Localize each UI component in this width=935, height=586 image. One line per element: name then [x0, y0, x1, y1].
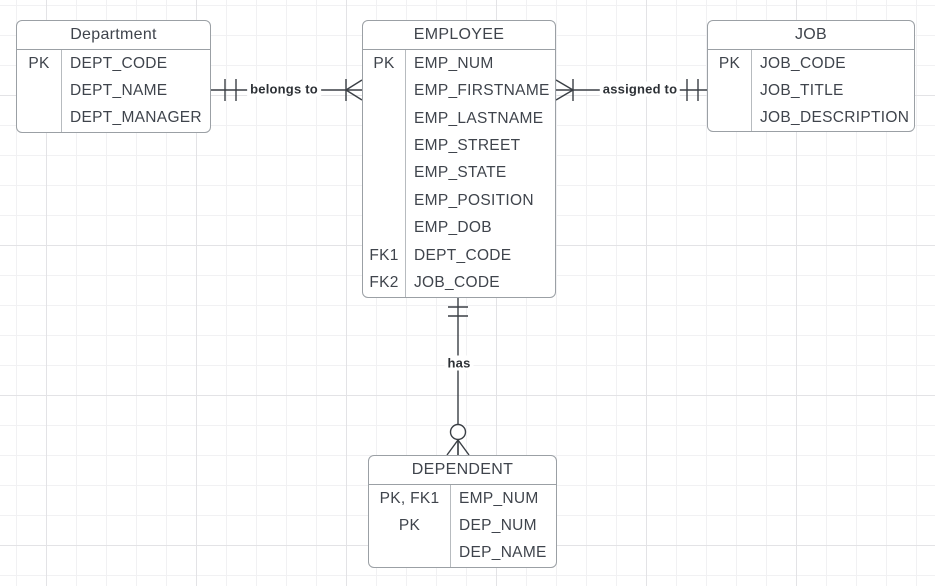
entity-department[interactable]: Department PK DEPT_CODE DEPT_NAME DEPT_M… — [16, 20, 211, 133]
connector-label-has[interactable]: has — [444, 355, 474, 371]
connector-label-assigned-to[interactable]: assigned to — [599, 81, 681, 97]
row-field: JOB_TITLE — [760, 81, 844, 99]
connector-label-belongs-to[interactable]: belongs to — [247, 81, 321, 97]
row-field: JOB_DESCRIPTION — [760, 108, 910, 126]
row-field: JOB_CODE — [760, 54, 846, 72]
row-key — [17, 105, 61, 132]
entity-title: JOB — [708, 21, 914, 50]
cardinality-zero-or-many-icon — [446, 423, 470, 456]
row-key — [369, 540, 450, 567]
row-field: EMP_POSITION — [414, 191, 534, 209]
key-column: PK FK1 FK2 — [363, 50, 406, 297]
row-key — [363, 187, 405, 214]
row-key — [708, 104, 751, 131]
row-key — [708, 77, 751, 104]
row-field: DEPT_NAME — [70, 81, 168, 99]
row-field: EMP_STATE — [414, 164, 507, 182]
row-field: DEP_NAME — [459, 544, 547, 562]
row-key: PK, FK1 — [379, 489, 440, 507]
key-column: PK — [708, 50, 752, 131]
row-field: JOB_CODE — [414, 274, 500, 292]
cardinality-exactly-one-icon — [224, 79, 237, 101]
entity-employee[interactable]: EMPLOYEE PK FK1 FK2 EMP_NUM EMP_FIRSTNAM… — [362, 20, 556, 298]
cardinality-exactly-one-icon — [686, 79, 699, 101]
row-key: PK — [398, 516, 421, 534]
field-column: EMP_NUM DEP_NUM DEP_NAME — [451, 485, 556, 567]
row-field: EMP_FIRSTNAME — [414, 82, 550, 100]
key-column: PK, FK1 PK — [369, 485, 451, 567]
row-field: EMP_NUM — [459, 489, 539, 507]
entity-body: PK DEPT_CODE DEPT_NAME DEPT_MANAGER — [17, 50, 210, 132]
row-key: PK — [28, 54, 50, 72]
field-column: EMP_NUM EMP_FIRSTNAME EMP_LASTNAME EMP_S… — [406, 50, 555, 297]
entity-body: PK JOB_CODE JOB_TITLE JOB_DESCRIPTION — [708, 50, 914, 131]
row-key — [363, 160, 405, 187]
row-field: DEP_NUM — [459, 516, 537, 534]
row-key: FK2 — [369, 274, 399, 292]
row-field: DEPT_CODE — [414, 246, 512, 264]
row-key — [17, 77, 61, 104]
entity-title: DEPENDENT — [369, 456, 556, 485]
row-field: DEPT_MANAGER — [70, 109, 202, 127]
field-column: JOB_CODE JOB_TITLE JOB_DESCRIPTION — [752, 50, 914, 131]
row-field: EMP_NUM — [414, 54, 494, 72]
entity-body: PK, FK1 PK EMP_NUM DEP_NUM DEP_NAME — [369, 485, 556, 567]
entity-body: PK FK1 FK2 EMP_NUM EMP_FIRSTNAME EMP_LAS… — [363, 50, 555, 297]
cardinality-exactly-one-icon — [448, 306, 468, 317]
row-key — [363, 105, 405, 132]
row-field: DEPT_CODE — [70, 54, 168, 72]
entity-title: EMPLOYEE — [363, 21, 555, 50]
entity-title: Department — [17, 21, 210, 50]
row-key: FK1 — [369, 246, 399, 264]
row-field: EMP_STREET — [414, 137, 521, 155]
field-column: DEPT_CODE DEPT_NAME DEPT_MANAGER — [62, 50, 210, 132]
row-field: EMP_DOB — [414, 219, 492, 237]
key-column: PK — [17, 50, 62, 132]
entity-dependent[interactable]: DEPENDENT PK, FK1 PK EMP_NUM DEP_NUM DEP… — [368, 455, 557, 568]
connector-has[interactable] — [446, 298, 470, 456]
cardinality-one-or-many-icon — [555, 79, 574, 101]
row-field: EMP_LASTNAME — [414, 109, 544, 127]
cardinality-one-or-many-icon — [345, 79, 363, 101]
row-key: PK — [373, 54, 395, 72]
row-key — [363, 132, 405, 159]
row-key — [363, 77, 405, 104]
row-key — [363, 215, 405, 242]
row-key: PK — [718, 54, 741, 72]
entity-job[interactable]: JOB PK JOB_CODE JOB_TITLE JOB_DESCRIPTIO… — [707, 20, 915, 132]
